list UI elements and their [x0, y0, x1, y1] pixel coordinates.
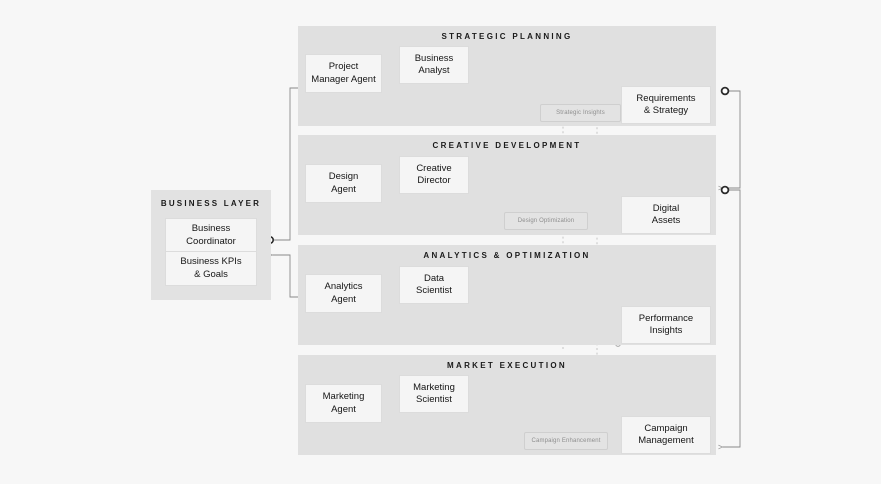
node-data-scientist-label: Data Scientist	[416, 272, 452, 297]
node-business-coordinator[interactable]: Business Coordinator	[165, 218, 257, 253]
node-design-agent[interactable]: Design Agent	[305, 164, 382, 203]
panel-analytics-optimization-title: ANALYTICS & OPTIMIZATION	[423, 251, 591, 260]
node-digital-assets[interactable]: Digital Assets	[621, 196, 711, 234]
node-business-kpis-goals[interactable]: Business KPIs & Goals	[165, 251, 257, 286]
business-layer-panel: BUSINESS LAYER Business Coordinator Busi…	[151, 190, 271, 300]
node-requirements-strategy[interactable]: Requirements & Strategy	[621, 86, 711, 124]
node-business-coordinator-label: Business Coordinator	[186, 223, 236, 247]
node-business-analyst[interactable]: Business Analyst	[399, 46, 469, 84]
node-digital-assets-label: Digital Assets	[651, 202, 681, 227]
node-marketing-scientist-label: Marketing Scientist	[413, 381, 455, 406]
node-performance-insights-label: Performance Insights	[638, 312, 694, 337]
business-layer-title: BUSINESS LAYER	[160, 199, 262, 208]
node-design-agent-label: Design Agent	[328, 171, 359, 195]
node-project-manager-agent-label: Project Manager Agent	[311, 61, 376, 85]
node-data-scientist[interactable]: Data Scientist	[399, 266, 469, 304]
flow-label-campaign-enhancement[interactable]: Campaign Enhancement	[524, 432, 608, 450]
flow-label-design-optimization-text: Design Optimization	[517, 218, 575, 224]
panel-market-execution-title: MARKET EXECUTION	[447, 361, 567, 370]
node-business-analyst-label: Business Analyst	[414, 52, 454, 77]
node-analytics-agent-label: Analytics Agent	[324, 281, 363, 305]
node-performance-insights[interactable]: Performance Insights	[621, 306, 711, 344]
flow-label-campaign-enhancement-text: Campaign Enhancement	[531, 438, 601, 444]
node-project-manager-agent[interactable]: Project Manager Agent	[305, 54, 382, 93]
node-campaign-management[interactable]: Campaign Management	[621, 416, 711, 454]
panel-strategic-planning-title: STRATEGIC PLANNING	[441, 32, 573, 41]
node-analytics-agent[interactable]: Analytics Agent	[305, 274, 382, 313]
node-creative-director[interactable]: Creative Director	[399, 156, 469, 194]
node-business-kpis-goals-label: Business KPIs & Goals	[180, 256, 242, 280]
node-marketing-agent[interactable]: Marketing Agent	[305, 384, 382, 423]
node-creative-director-label: Creative Director	[416, 162, 452, 187]
flow-label-strategic-insights-text: Strategic Insights	[556, 110, 605, 116]
wire-requirements-to-digital	[722, 86, 741, 188]
wire-digital-to-campaign	[722, 185, 741, 447]
node-requirements-strategy-label: Requirements & Strategy	[636, 92, 696, 117]
panel-creative-development-title: CREATIVE DEVELOPMENT	[432, 141, 582, 150]
node-campaign-management-label: Campaign Management	[638, 422, 694, 447]
flow-label-design-optimization[interactable]: Design Optimization	[504, 212, 588, 230]
flow-label-strategic-insights[interactable]: Strategic Insights	[540, 104, 621, 122]
node-marketing-scientist[interactable]: Marketing Scientist	[399, 375, 469, 413]
node-marketing-agent-label: Marketing Agent	[322, 391, 365, 415]
